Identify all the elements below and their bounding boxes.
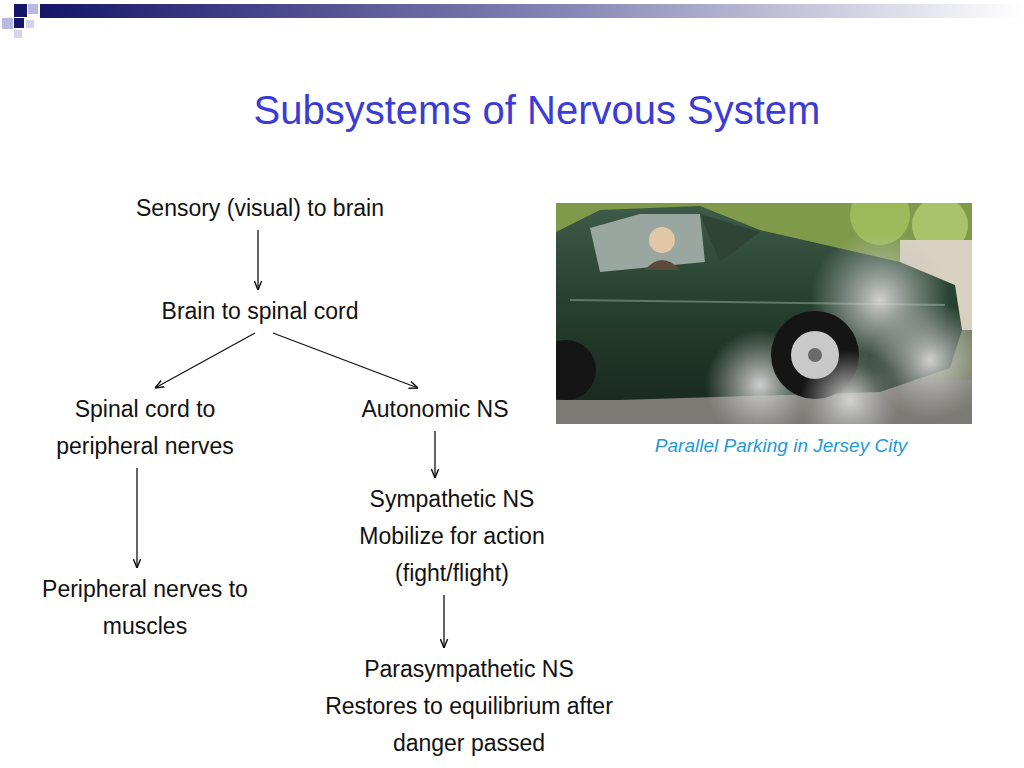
flow-arrow bbox=[273, 333, 418, 388]
flow-step: Spinal cord to peripheral nerves bbox=[53, 391, 238, 465]
driver-head bbox=[649, 227, 675, 253]
car-hub bbox=[808, 348, 822, 362]
flow-arrow bbox=[434, 431, 435, 478]
header-square bbox=[26, 20, 34, 28]
step-label: Peripheral nerves to muscles bbox=[20, 571, 270, 645]
header-square bbox=[14, 18, 24, 28]
car-pillar bbox=[700, 214, 760, 262]
step-label: Sensory (visual) to brain bbox=[100, 190, 420, 227]
step-description: Restores to equilibrium after danger pas… bbox=[304, 688, 634, 762]
flow-step: Brain to spinal cord bbox=[120, 293, 400, 330]
car-window bbox=[590, 214, 705, 272]
header-bar bbox=[40, 4, 1024, 18]
driver-body bbox=[645, 260, 680, 270]
header-square bbox=[14, 30, 22, 38]
step-description: Mobilize for action (fight/flight) bbox=[337, 518, 567, 592]
tyre-smoke bbox=[800, 350, 900, 424]
step-label: Sympathetic NS bbox=[337, 481, 567, 518]
car-tyre bbox=[556, 340, 596, 400]
step-label: Parasympathetic NS bbox=[304, 651, 634, 688]
flow-arrow bbox=[443, 595, 444, 648]
step-label: Autonomic NS bbox=[335, 391, 535, 428]
header-square bbox=[28, 4, 38, 14]
flow-step: Peripheral nerves to muscles bbox=[20, 571, 270, 645]
flow-step: Sympathetic NSMobilize for action (fight… bbox=[337, 481, 567, 592]
flow-arrow bbox=[257, 230, 258, 290]
photo-caption: Parallel Parking in Jersey City bbox=[655, 434, 907, 458]
flow-arrow bbox=[155, 333, 255, 388]
slide-title: Subsystems of Nervous System bbox=[254, 86, 821, 134]
flow-arrow bbox=[136, 468, 137, 568]
flow-step: Autonomic NS bbox=[335, 391, 535, 428]
step-label: Brain to spinal cord bbox=[120, 293, 400, 330]
header-square bbox=[14, 4, 27, 17]
flow-step: Sensory (visual) to brain bbox=[100, 190, 420, 227]
flow-step: Parasympathetic NSRestores to equilibriu… bbox=[304, 651, 634, 762]
step-label: Spinal cord to peripheral nerves bbox=[53, 391, 238, 465]
header-square bbox=[2, 18, 13, 29]
